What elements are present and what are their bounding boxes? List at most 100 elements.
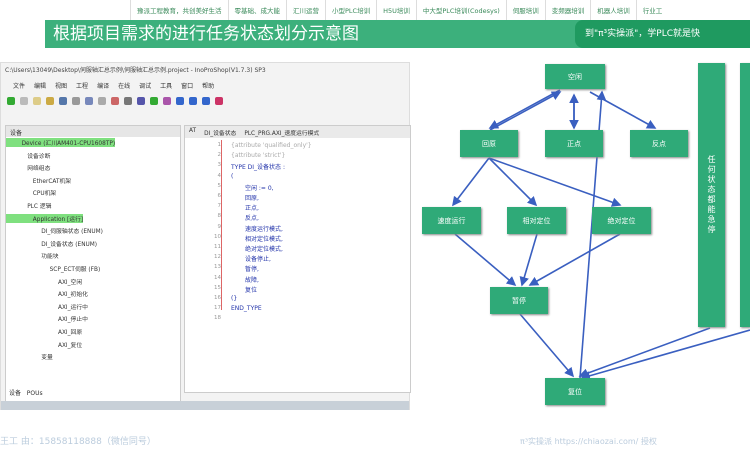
toolbar-button-icon[interactable] <box>98 97 106 105</box>
toolbar-button-icon[interactable] <box>46 97 54 105</box>
nav-link[interactable]: 零基础、成大能 <box>227 0 287 20</box>
code-line: {attribute 'strict'} <box>231 152 286 160</box>
bottom-tabs: 设备 POUs <box>9 388 43 397</box>
nav-link[interactable]: 伺服培训 <box>505 0 545 20</box>
tree-item[interactable]: DI_伺服轴状态 (ENUM) <box>41 229 103 236</box>
menu-item[interactable]: 视图 <box>55 83 68 90</box>
menu-item[interactable]: 文件 <box>13 83 26 90</box>
code-line: 回原, <box>245 195 259 202</box>
line-number: 6 <box>217 193 222 199</box>
line-number: 15 <box>214 284 221 291</box>
tree-item[interactable]: AXI_复位 <box>58 342 83 349</box>
tree-item[interactable]: SCP_ECT伺服 (FB) <box>49 267 101 273</box>
menu-item[interactable]: 在线 <box>118 83 131 90</box>
toolbar <box>7 97 223 105</box>
menu-item[interactable]: 编译 <box>97 83 110 90</box>
arrow-home-rel <box>488 157 538 207</box>
line-number: 18 <box>214 315 221 322</box>
line-number: 4 <box>217 172 222 179</box>
toolbar-button-icon[interactable] <box>72 97 80 105</box>
toolbar-button-icon[interactable] <box>124 97 132 105</box>
state-pause: 暂停 <box>490 287 548 314</box>
code-line: (} <box>231 295 238 302</box>
line-number: 1 <box>217 142 222 148</box>
toolbar-button-icon[interactable] <box>33 97 41 105</box>
tree-item[interactable]: AXI_停止中 <box>58 317 88 324</box>
tree-item[interactable]: 设备诊断 <box>27 153 51 160</box>
menu-item[interactable]: 调试 <box>139 83 152 90</box>
nav-link[interactable]: 中大型PLC培训(Codesys) <box>415 0 506 20</box>
code-line: 复位 <box>245 286 258 294</box>
nav-link[interactable]: 小型PLC培训 <box>325 0 376 20</box>
code-line: 反点, <box>245 215 259 223</box>
state-bar-partial <box>740 63 750 327</box>
status-bar <box>1 401 409 410</box>
tree-item[interactable]: DI_设备状态 (ENUM) <box>41 241 98 248</box>
editor-tabs: AT DI_设备状态 PLC_PRG.AXI_速度运行模式 <box>185 126 410 138</box>
tab-pous[interactable]: POUs <box>26 390 43 397</box>
toolbar-button-icon[interactable] <box>150 97 158 105</box>
arrow-estop2-reset <box>580 329 750 381</box>
tree-item[interactable]: Application [运行] <box>6 213 84 223</box>
nav-link[interactable]: 机器人培训 <box>590 0 636 20</box>
code-line: ( <box>231 172 234 180</box>
tab-devices[interactable]: 设备 <box>9 390 22 397</box>
editor-tab[interactable]: DI_设备状态 <box>204 131 237 137</box>
code-line: 速度运行模式, <box>245 225 283 233</box>
line-number: 2 <box>217 152 222 159</box>
tree-item[interactable]: AXI_运行中 <box>58 304 88 311</box>
tree-item[interactable]: 功能块 <box>41 254 59 261</box>
nav-link[interactable]: 汇川运营 <box>286 0 325 20</box>
tree-item[interactable]: PLC 逻辑 <box>27 204 52 210</box>
arrow-pause-reset <box>519 313 575 378</box>
code-editor[interactable]: AT DI_设备状态 PLC_PRG.AXI_速度运行模式 1 {attribute … <box>184 125 411 393</box>
editor-tab[interactable]: AT <box>189 128 197 134</box>
editor-tab[interactable]: PLC_PRG.AXI_速度运行模式 <box>244 131 320 137</box>
toolbar-button-icon[interactable] <box>20 97 28 105</box>
menu-item[interactable]: 帮助 <box>202 83 215 90</box>
menu-item[interactable]: 工具 <box>160 83 173 90</box>
menu-bar: 文件 编辑 视图 工程 编译 在线 调试 工具 窗口 帮助 <box>13 81 214 90</box>
toolbar-button-icon[interactable] <box>7 97 15 105</box>
tree-item[interactable]: 网络组态 <box>27 166 51 173</box>
state-jog-pos: 正点 <box>545 130 603 157</box>
tree-item[interactable]: AXI_初始化 <box>58 292 88 299</box>
menu-item[interactable]: 窗口 <box>181 83 194 90</box>
toolbar-button-icon[interactable] <box>137 97 145 105</box>
code-line: 暂停, <box>245 266 259 274</box>
nav-link[interactable]: 变频器培训 <box>544 0 591 20</box>
state-idle: 空闲 <box>545 64 605 89</box>
toolbar-button-icon[interactable] <box>215 97 223 105</box>
toolbar-button-icon[interactable] <box>59 97 67 105</box>
toolbar-button-icon[interactable] <box>202 97 210 105</box>
tree-item[interactable]: Device (汇川AM401-CPU1608TP) <box>6 138 116 147</box>
tree-item[interactable]: AXI_空闲 <box>58 279 83 286</box>
tree-item[interactable]: CPU机架 <box>32 191 57 198</box>
footer-watermark: π³实操派 https://chiaozai.com/ 授权 <box>520 437 657 446</box>
state-velocity: 速度运行 <box>422 207 481 234</box>
state-jog-neg: 反点 <box>630 130 688 157</box>
tree-item[interactable]: 变量 <box>41 355 53 362</box>
nav-link[interactable]: 豫派工程教育，共创美好生活 <box>130 0 228 20</box>
toolbar-button-icon[interactable] <box>176 97 184 105</box>
arrow-home-idle <box>489 91 562 131</box>
tree-item[interactable]: EtherCAT机架 <box>32 178 72 185</box>
code-line: END_TYPE <box>231 305 262 313</box>
line-number: 5 <box>217 182 222 189</box>
line-number: 16 <box>214 295 221 301</box>
arrow-rel-pause <box>519 233 538 287</box>
tree-item[interactable]: AXI_回原 <box>58 330 83 336</box>
nav-link[interactable]: H5U培训 <box>376 0 416 20</box>
state-relative: 相对定位 <box>507 207 566 234</box>
toolbar-button-icon[interactable] <box>163 97 171 105</box>
menu-item[interactable]: 编辑 <box>34 83 47 90</box>
toolbar-button-icon[interactable] <box>189 97 197 105</box>
line-number: 3 <box>217 162 222 169</box>
arrow-home-abs <box>488 157 622 207</box>
slogan: 到"π³实操派"，学PLC就是快 <box>575 20 750 48</box>
code-line: 绝对定位模式, <box>245 246 283 253</box>
menu-item[interactable]: 工程 <box>76 83 89 90</box>
toolbar-button-icon[interactable] <box>85 97 93 105</box>
toolbar-button-icon[interactable] <box>111 97 119 105</box>
nav-link[interactable]: 行业工 <box>635 0 669 20</box>
